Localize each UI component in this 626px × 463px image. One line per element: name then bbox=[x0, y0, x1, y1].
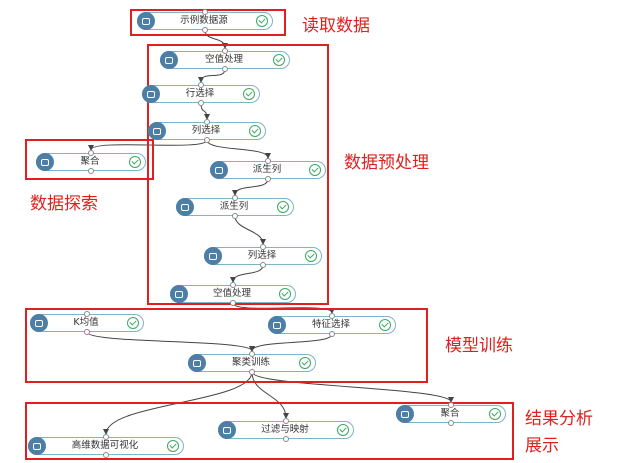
read-data-frame bbox=[130, 9, 286, 36]
annotation-result-line1: 结果分析 bbox=[525, 409, 593, 429]
map-icon bbox=[218, 421, 236, 439]
in-port[interactable] bbox=[265, 158, 271, 164]
column-select-icon bbox=[148, 122, 166, 140]
node-label: 聚合 bbox=[440, 408, 460, 419]
out-port[interactable] bbox=[103, 452, 109, 458]
annotation-preprocess: 数据预处理 bbox=[344, 153, 429, 173]
status-ok-icon bbox=[129, 156, 141, 168]
node-label: 行选择 bbox=[185, 88, 215, 99]
edge-n4-n5[interactable] bbox=[88, 139, 208, 151]
out-port[interactable] bbox=[222, 66, 228, 72]
processing-icon bbox=[160, 51, 178, 69]
annotation-explore: 数据探索 bbox=[30, 194, 98, 214]
node-label: 派生列 bbox=[252, 164, 282, 175]
out-port[interactable] bbox=[230, 300, 236, 306]
edge-n7-n8[interactable] bbox=[234, 215, 266, 245]
out-port[interactable] bbox=[204, 137, 210, 143]
node-label: 特征选择 bbox=[311, 319, 350, 330]
node-label: 空值处理 bbox=[212, 288, 251, 299]
in-port[interactable] bbox=[283, 418, 289, 424]
node-label: 派生列 bbox=[219, 201, 249, 212]
node-label: 过滤与映射 bbox=[261, 424, 309, 435]
preprocess-frame bbox=[147, 44, 329, 305]
in-port[interactable] bbox=[222, 48, 228, 54]
in-port[interactable] bbox=[204, 119, 210, 125]
node-label: 高维数据可视化 bbox=[71, 440, 139, 451]
annotation-train: 模型训练 bbox=[445, 336, 513, 356]
node-label: 空值处理 bbox=[204, 54, 243, 65]
status-ok-icon bbox=[309, 164, 321, 176]
out-port[interactable] bbox=[283, 436, 289, 442]
status-ok-icon bbox=[243, 88, 255, 100]
out-port[interactable] bbox=[202, 27, 208, 33]
out-port[interactable] bbox=[260, 262, 266, 268]
status-ok-icon bbox=[256, 15, 268, 27]
status-ok-icon bbox=[337, 424, 349, 436]
table-icon bbox=[396, 405, 414, 423]
edge-n12-n14[interactable] bbox=[251, 371, 289, 419]
processing-icon bbox=[170, 285, 188, 303]
out-port[interactable] bbox=[198, 100, 204, 106]
in-port[interactable] bbox=[88, 150, 94, 156]
in-port[interactable] bbox=[232, 195, 238, 201]
status-ok-icon bbox=[379, 319, 391, 331]
status-ok-icon bbox=[277, 201, 289, 213]
node-label: 列选择 bbox=[247, 250, 277, 261]
list-icon bbox=[176, 198, 194, 216]
result-frame bbox=[25, 402, 514, 460]
cluster-icon bbox=[30, 314, 48, 332]
edge-n10-n12[interactable] bbox=[86, 331, 255, 352]
column-select-icon bbox=[204, 247, 222, 265]
training-icon bbox=[188, 354, 206, 372]
status-ok-icon bbox=[273, 54, 285, 66]
node-label: 聚类训练 bbox=[231, 357, 270, 368]
status-ok-icon bbox=[249, 125, 261, 137]
edge-n4-n6[interactable] bbox=[206, 139, 271, 159]
out-port[interactable] bbox=[88, 168, 94, 174]
in-port[interactable] bbox=[84, 311, 90, 317]
status-ok-icon bbox=[305, 250, 317, 262]
data-source-icon bbox=[137, 12, 155, 30]
in-port[interactable] bbox=[230, 282, 236, 288]
out-port[interactable] bbox=[84, 329, 90, 335]
status-ok-icon bbox=[127, 317, 139, 329]
out-port[interactable] bbox=[448, 420, 454, 426]
node-n3[interactable]: 行选择 bbox=[142, 85, 260, 103]
node-label: 列选择 bbox=[191, 125, 221, 136]
edge-n12-n13[interactable] bbox=[251, 371, 454, 403]
in-port[interactable] bbox=[329, 313, 335, 319]
visualization-icon bbox=[28, 437, 46, 455]
annotation-result-line2: 展示 bbox=[525, 436, 559, 456]
status-ok-icon bbox=[299, 357, 311, 369]
node-n10[interactable]: K均值 bbox=[30, 314, 144, 332]
out-port[interactable] bbox=[249, 369, 255, 375]
table-icon bbox=[36, 153, 54, 171]
in-port[interactable] bbox=[260, 244, 266, 250]
in-port[interactable] bbox=[103, 434, 109, 440]
out-port[interactable] bbox=[329, 331, 335, 337]
train-frame bbox=[25, 308, 428, 383]
feature-select-icon bbox=[268, 316, 286, 334]
explore-frame bbox=[25, 139, 154, 180]
status-ok-icon bbox=[167, 440, 179, 452]
status-ok-icon bbox=[279, 288, 291, 300]
node-label: 示例数据源 bbox=[180, 15, 228, 26]
node-label: 聚合 bbox=[80, 156, 100, 167]
annotation-read-data: 读取数据 bbox=[302, 16, 370, 36]
edge-n11-n12[interactable] bbox=[249, 333, 333, 352]
status-ok-icon bbox=[489, 408, 501, 420]
in-port[interactable] bbox=[249, 351, 255, 357]
out-port[interactable] bbox=[232, 213, 238, 219]
in-port[interactable] bbox=[198, 82, 204, 88]
in-port[interactable] bbox=[202, 9, 208, 15]
in-port[interactable] bbox=[448, 402, 454, 408]
filter-icon bbox=[142, 85, 160, 103]
list-icon bbox=[210, 161, 228, 179]
out-port[interactable] bbox=[265, 176, 271, 182]
node-label: K均值 bbox=[73, 317, 99, 328]
